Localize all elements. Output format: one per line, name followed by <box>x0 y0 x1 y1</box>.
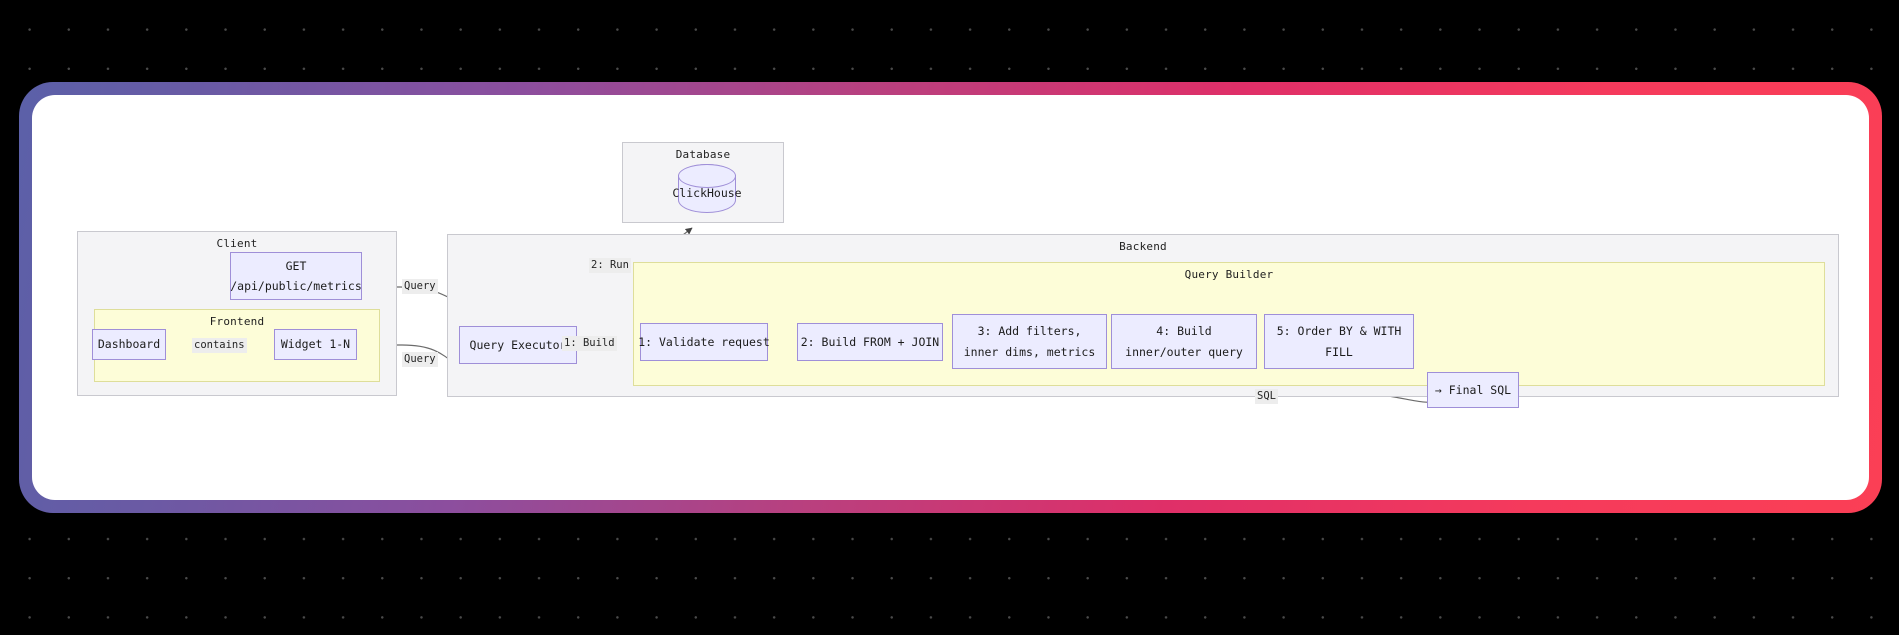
node-step-4-line2: inner/outer query <box>1125 344 1243 359</box>
node-step-5-line2: FILL <box>1325 344 1353 359</box>
edge-label-sql: SQL <box>1255 389 1278 405</box>
node-clickhouse[interactable]: ClickHouse <box>672 164 742 213</box>
node-step-4-line1: 4: Build <box>1156 324 1212 339</box>
node-step-3-line1: 3: Add filters, <box>977 324 1082 339</box>
gradient-card-frame: Client GET /api/public/metrics Frontend … <box>19 82 1882 513</box>
node-step-5-line1: 5: Order BY & WITH <box>1276 324 1402 339</box>
group-client-label: Client <box>216 237 258 250</box>
node-clickhouse-label: ClickHouse <box>672 185 742 200</box>
group-database-label: Database <box>675 148 731 161</box>
node-get-metrics-path: /api/public/metrics <box>230 279 362 293</box>
node-step-1-validate-request[interactable]: 1: Validate request <box>638 323 770 361</box>
group-query-builder-label: Query Builder <box>1184 268 1274 281</box>
edge-label-query-bottom: Query <box>402 352 438 368</box>
edge-label-build: 1: Build <box>562 336 617 352</box>
node-dashboard[interactable]: Dashboard <box>92 329 166 360</box>
group-backend-label: Backend <box>1119 240 1167 253</box>
node-query-executor-label: Query Executor <box>469 337 567 352</box>
card-inner-surface: Client GET /api/public/metrics Frontend … <box>32 95 1869 500</box>
edge-label-contains: contains <box>192 338 247 354</box>
node-step-2-build-from-join[interactable]: 2: Build FROM + JOIN <box>797 323 943 361</box>
node-final-sql[interactable]: → Final SQL <box>1427 372 1519 408</box>
edge-label-query-top: Query <box>402 279 438 295</box>
node-step-3-line2: inner dims, metrics <box>963 344 1096 359</box>
node-get-metrics-method: GET <box>285 258 307 273</box>
diagram-canvas: Client GET /api/public/metrics Frontend … <box>32 95 1869 500</box>
node-step-4-build-inner-outer-query[interactable]: 4: Build inner/outer query <box>1111 314 1257 369</box>
node-widget[interactable]: Widget 1-N <box>274 329 357 360</box>
edge-label-run: 2: Run <box>589 258 631 274</box>
node-step-3-add-filters[interactable]: 3: Add filters, inner dims, metrics <box>952 314 1107 369</box>
node-step-5-order-by-with-fill[interactable]: 5: Order BY & WITH FILL <box>1264 314 1414 369</box>
node-query-executor[interactable]: Query Executor <box>459 326 577 364</box>
node-step-1-label: 1: Validate request <box>638 334 770 349</box>
node-final-sql-label: → Final SQL <box>1434 382 1512 397</box>
node-step-2-label: 2: Build FROM + JOIN <box>800 334 940 349</box>
group-frontend-label: Frontend <box>209 315 265 328</box>
node-widget-label: Widget 1-N <box>280 337 351 352</box>
node-dashboard-label: Dashboard <box>97 337 161 352</box>
node-get-metrics[interactable]: GET /api/public/metrics <box>230 252 362 300</box>
